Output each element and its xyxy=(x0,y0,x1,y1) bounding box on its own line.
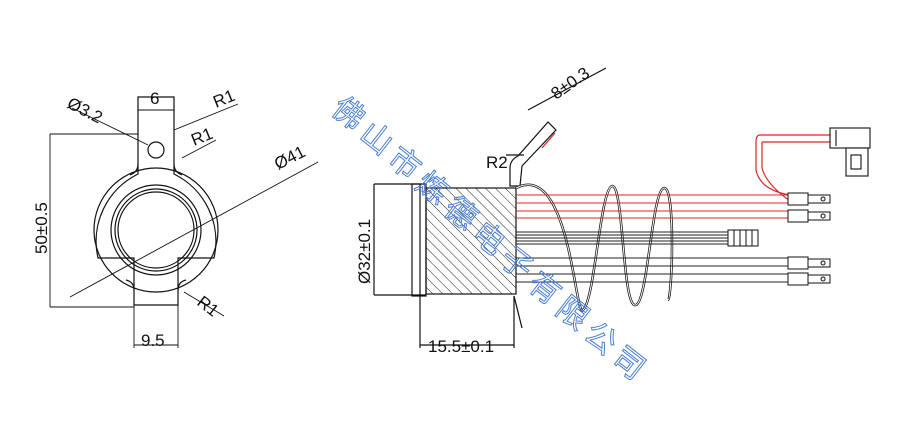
bend-radius-label: R2 xyxy=(486,153,508,172)
mount-hole xyxy=(147,141,165,159)
mount-bracket xyxy=(509,121,557,187)
terminal-2 xyxy=(787,209,831,223)
terminal-3 xyxy=(787,256,831,270)
bracket-mark xyxy=(541,132,556,149)
terminals xyxy=(787,192,831,286)
height-label: 50±0.5 xyxy=(32,202,51,254)
left-dimension-lines xyxy=(49,97,319,348)
coil-body xyxy=(425,187,517,295)
thickness-label: 15.5±0.1 xyxy=(428,337,494,356)
outer-diameter-label: Ø41 xyxy=(271,142,308,174)
left-view xyxy=(93,96,219,306)
right-view-outline xyxy=(373,67,607,348)
coil-flange xyxy=(411,183,427,297)
spring xyxy=(515,183,674,312)
wires xyxy=(516,134,830,283)
bracket-length-label: 8±0.3 xyxy=(547,63,593,103)
angle-connector xyxy=(829,127,871,177)
ring-outline xyxy=(95,96,217,306)
radius-bottom-label: R1 xyxy=(194,292,223,320)
bottom-width-label: 9.5 xyxy=(141,331,165,350)
terminal-1 xyxy=(787,192,831,206)
terminal-4 xyxy=(787,272,831,286)
ring-outer xyxy=(93,167,219,293)
hole-diameter-label: Ø3.2 xyxy=(64,94,105,128)
fillet-bottom-left xyxy=(125,279,135,291)
ring-inner-outer xyxy=(110,184,202,276)
ring-inner-core xyxy=(117,191,195,269)
fillet-bottom-right xyxy=(177,279,187,291)
multi-pin-connector xyxy=(727,229,759,247)
radius-top-inner-label: R1 xyxy=(188,124,215,150)
tab-width-label: 6 xyxy=(150,89,159,108)
ring-inner xyxy=(114,188,198,272)
radius-top-outer-label: R1 xyxy=(210,86,237,112)
inner-diameter-label: Ø32±0.1 xyxy=(355,219,374,284)
